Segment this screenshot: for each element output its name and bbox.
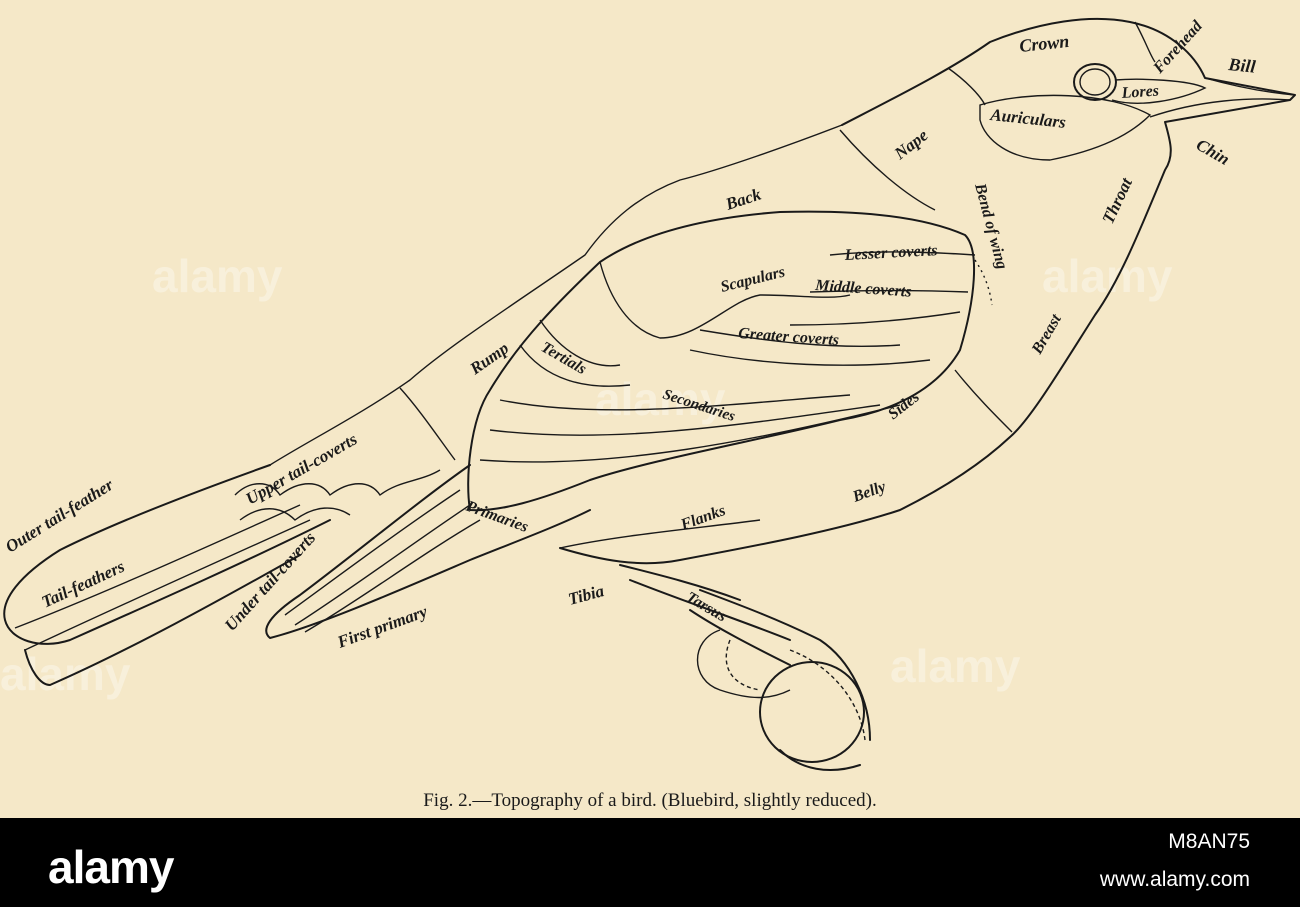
image-id: M8AN75 <box>1168 830 1250 853</box>
label-first-primary: First primary <box>334 602 430 652</box>
site-url: www.alamy.com <box>1099 868 1250 891</box>
label-breast: Breast <box>1028 311 1065 358</box>
label-auriculars: Auriculars <box>989 105 1068 132</box>
label-rump: Rump <box>466 338 513 379</box>
watermark: alamy <box>152 250 283 302</box>
label-outer-tail-feather: Outer tail-feather <box>2 475 117 557</box>
label-tail-feathers: Tail-feathers <box>39 557 128 612</box>
eye <box>1073 63 1117 101</box>
label-middle-coverts: Middle coverts <box>814 277 912 301</box>
brand-logo: alamy <box>48 841 174 893</box>
label-crown: Crown <box>1018 31 1070 56</box>
label-bend-of-wing: Bend of wing <box>971 181 1010 271</box>
label-lores: Lores <box>1120 82 1159 102</box>
label-lesser-coverts: Lesser coverts <box>843 242 938 264</box>
watermark: alamy <box>890 640 1021 692</box>
watermark-group: alamy alamy alamy alamy alamy <box>0 250 1173 700</box>
label-belly: Belly <box>850 478 889 506</box>
bird-outline <box>3 17 1296 686</box>
label-nape: Nape <box>890 125 932 164</box>
label-throat: Throat <box>1098 174 1136 227</box>
label-forehead: Forehead <box>1150 17 1207 77</box>
perch <box>759 661 865 763</box>
label-chin: Chin <box>1193 135 1233 169</box>
label-tertials: Tertials <box>538 339 589 378</box>
leg-and-perch <box>619 564 871 771</box>
footer-bar: alamy M8AN75 www.alamy.com <box>0 818 1300 907</box>
watermark: alamy <box>1042 250 1173 302</box>
label-flanks: Flanks <box>678 502 728 534</box>
label-back: Back <box>722 184 763 214</box>
label-tibia: Tibia <box>566 581 606 609</box>
figure-caption: Fig. 2.—Topography of a bird. (Bluebird,… <box>423 790 877 811</box>
label-bill: Bill <box>1227 54 1257 77</box>
region-labels: Crown Forehead Bill Lores Auriculars Chi… <box>2 17 1256 652</box>
label-greater-coverts: Greater coverts <box>738 325 840 349</box>
label-scapulars: Scapulars <box>719 263 787 295</box>
bird-diagram: alamy alamy alamy alamy alamy <box>0 17 1296 771</box>
watermark: alamy <box>595 373 726 425</box>
figure-panel: alamy alamy alamy alamy alamy <box>0 0 1300 818</box>
